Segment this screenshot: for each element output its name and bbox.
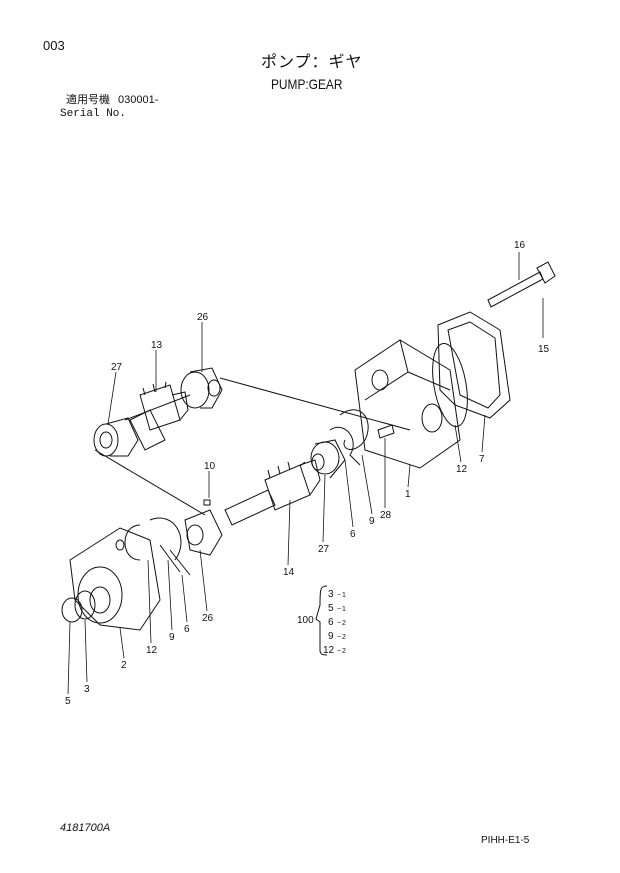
- page-reference: PIHH-E1-5: [481, 835, 530, 846]
- serial-value: 030001-: [118, 94, 159, 106]
- seal-part: [124, 517, 182, 561]
- callout-7: 7: [479, 454, 485, 465]
- repair-kit-group: 100 3 ~ 1 5 ~ 1 6 ~ 2 9 ~ 2 12 ~ 2: [297, 585, 346, 656]
- callout-3: 3: [84, 684, 90, 695]
- kit-item-part: 6: [328, 617, 334, 628]
- drive-gear-shaft-part: [224, 459, 321, 526]
- bushing-part: [310, 439, 346, 479]
- assembly-line: [94, 377, 411, 516]
- backup-ring-part: [329, 427, 361, 466]
- serial-label-en: Serial No.: [60, 108, 127, 120]
- callout-13: 13: [151, 340, 163, 351]
- kit-item-qty: 2: [342, 634, 346, 641]
- kit-item-part: 3: [328, 589, 334, 600]
- callout-12: 12: [456, 464, 468, 475]
- callout-12: 12: [146, 645, 158, 656]
- bolt-part: [487, 261, 556, 308]
- kit-number: 100: [297, 615, 314, 626]
- driven-gear-part: [129, 381, 189, 451]
- bushing-part: [180, 367, 223, 409]
- callout-27: 27: [318, 544, 330, 555]
- callout-16: 16: [514, 240, 526, 251]
- kit-brace: [315, 585, 328, 656]
- callout-14: 14: [283, 567, 295, 578]
- callout-1: 1: [405, 489, 411, 500]
- callout-6: 6: [350, 529, 356, 540]
- kit-item-sep: ~: [337, 634, 341, 641]
- kit-item-qty: 1: [342, 606, 346, 613]
- callout-26: 26: [202, 613, 214, 624]
- callout-5: 5: [65, 696, 71, 707]
- serial-label-jp: 適用号機: [66, 94, 110, 106]
- kit-item-qty: 1: [342, 592, 346, 599]
- rear-cover-part: [437, 311, 511, 419]
- page-title-en: PUMP:GEAR: [271, 76, 343, 92]
- oil-seal-part: [74, 590, 96, 620]
- callout-27: 27: [111, 362, 123, 373]
- callout-10: 10: [204, 461, 216, 472]
- callout-9: 9: [369, 516, 375, 527]
- page-number: 003: [43, 38, 65, 53]
- kit-item-part: 5: [328, 603, 334, 614]
- callout-6: 6: [184, 624, 190, 635]
- snap-ring-part: [61, 597, 83, 623]
- kit-item-sep: ~: [337, 620, 341, 627]
- kit-item-part: 12: [323, 645, 335, 656]
- kit-item-qty: 2: [342, 620, 346, 627]
- kit-item-part: 9: [328, 631, 334, 642]
- kit-item-sep: ~: [337, 606, 341, 613]
- drawing-number: 4181700A: [60, 822, 111, 834]
- callout-15: 15: [538, 344, 550, 355]
- front-cover-part: [69, 527, 161, 631]
- bushing-part: [184, 509, 223, 556]
- pump-body-part: [354, 339, 461, 469]
- callout-28: 28: [380, 510, 392, 521]
- backup-ring-part: [159, 544, 191, 576]
- callout-2: 2: [121, 660, 127, 671]
- seal-part: [339, 409, 369, 450]
- callout-26: 26: [197, 312, 209, 323]
- leader-lines: [67, 252, 544, 695]
- kit-item-qty: 2: [342, 648, 346, 655]
- page-title-jp: ポンプ：ギヤ: [261, 54, 363, 71]
- key-part: [203, 499, 211, 506]
- kit-item-sep: ~: [337, 592, 341, 599]
- callout-9: 9: [169, 632, 175, 643]
- o-ring-part: [432, 343, 468, 427]
- dowel-pin-part: [377, 424, 395, 439]
- kit-item-sep: ~: [337, 648, 341, 655]
